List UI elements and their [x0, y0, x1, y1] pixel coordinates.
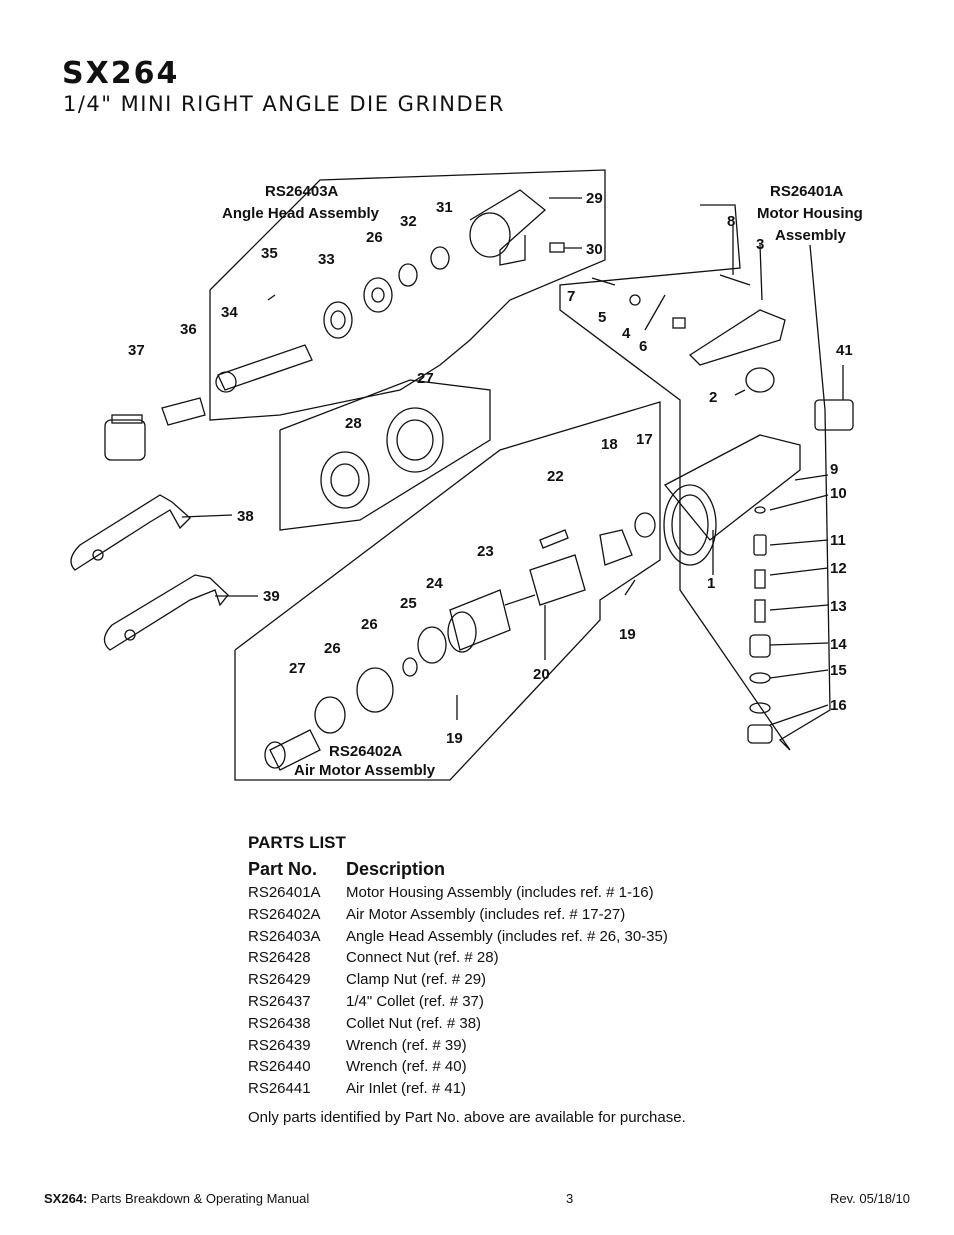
- callout-12: 12: [830, 560, 847, 577]
- part-desc: Motor Housing Assembly (includes ref. # …: [346, 884, 654, 901]
- list-item: RS26401A Motor Housing Assembly (includes…: [248, 882, 808, 904]
- col-part-no: Part No.: [248, 859, 318, 879]
- callout-30: 29: [586, 190, 603, 207]
- list-item: RS26428 Connect Nut (ref. # 28): [248, 947, 808, 969]
- page-number: 3: [566, 1191, 574, 1206]
- label-rs26401a-name1: Motor Housing: [757, 205, 863, 222]
- revision-date: Rev. 05/18/10: [830, 1191, 910, 1206]
- list-item: RS26440 Wrench (ref. # 40): [248, 1056, 808, 1078]
- part-no: RS26439: [248, 1036, 311, 1054]
- part-no: RS26403A: [248, 927, 321, 945]
- part-desc: Wrench (ref. # 39): [346, 1036, 467, 1054]
- part-desc: Connect Nut (ref. # 28): [346, 949, 499, 967]
- callout-40: 39: [263, 588, 280, 605]
- label-rs26401a-name2: Assembly: [775, 227, 847, 244]
- col-description: Description: [346, 859, 446, 879]
- part-no: RS26401A: [248, 884, 321, 901]
- callout-26b: 26: [324, 640, 341, 657]
- part-no: RS26440: [248, 1058, 311, 1076]
- callout-7: 7: [567, 288, 575, 305]
- label-rs26403a-code: RS26403A: [265, 183, 339, 200]
- part-no: RS26438: [248, 1014, 311, 1032]
- parts-list-heading: PARTS LIST: [248, 833, 346, 852]
- callout-19a: 19: [619, 626, 636, 643]
- footer-title: SX264: Parts Breakdown & Operating Manua…: [44, 1191, 309, 1206]
- callout-35: 34: [221, 304, 238, 321]
- callout-3: 3: [756, 236, 764, 253]
- model-title: SX264: [62, 56, 180, 91]
- callout-20: 20: [533, 666, 550, 683]
- callout-17: 17: [636, 431, 653, 448]
- callout-29: 28: [345, 415, 362, 432]
- parts-list-header-row: Part No. Description: [248, 859, 808, 880]
- callout-11: 11: [830, 532, 846, 549]
- callout-13: 13: [830, 598, 847, 615]
- callout-18: 18: [601, 436, 618, 453]
- part-desc: Collet Nut (ref. # 38): [346, 1014, 482, 1032]
- callout-10: 10: [830, 485, 847, 502]
- page-footer: SX264: Parts Breakdown & Operating Manua…: [44, 1191, 910, 1206]
- callout-21: 22: [547, 468, 564, 485]
- part-desc: Angle Head Assembly (includes ref. # 26,…: [346, 927, 668, 945]
- part-no: RS26428: [248, 949, 311, 967]
- callout-37: 36: [180, 321, 197, 338]
- list-item: RS26441 Air Inlet (ref. # 41): [248, 1078, 808, 1100]
- list-item: RS26438 Collet Nut (ref. # 38): [248, 1013, 808, 1035]
- list-item: RS26439 Wrench (ref. # 39): [248, 1035, 808, 1057]
- callout-26a: 26: [366, 229, 383, 246]
- label-rs26402a-code: RS26402A: [329, 743, 403, 760]
- callout-5: 5: [598, 309, 606, 326]
- part-no: RS26402A: [248, 905, 321, 923]
- callout-39: 38: [237, 508, 254, 525]
- callout-6: 6: [639, 338, 647, 355]
- callout-22: 23: [477, 543, 494, 560]
- callout-25: 26: [361, 616, 378, 633]
- label-rs26401a-code: RS26401A: [770, 183, 844, 200]
- parts-list: PARTS LIST Part No. Description RS26401A…: [248, 833, 808, 1126]
- callout-2: 2: [709, 389, 717, 406]
- callout-41: 41: [836, 342, 853, 359]
- callout-14: 14: [830, 636, 847, 653]
- callout-19b: 19: [446, 730, 463, 747]
- callout-31: 30: [586, 241, 603, 258]
- part-no: RS26429: [248, 971, 311, 989]
- callout-38: 37: [128, 342, 145, 359]
- callout-34: 33: [318, 251, 335, 268]
- callout-23: 24: [426, 575, 443, 592]
- callout-32: 31: [436, 199, 453, 216]
- footer-model: SX264:: [44, 1191, 88, 1206]
- part-desc: Air Motor Assembly (includes ref. # 17-2…: [346, 905, 626, 923]
- angle-head-boundary: [209, 169, 606, 421]
- callout-15: 15: [830, 662, 847, 679]
- callout-16: 16: [830, 697, 847, 714]
- callout-28: 27: [417, 370, 434, 387]
- list-item: RS26402A Air Motor Assembly (includes ref…: [248, 904, 808, 926]
- list-item: RS26403A Angle Head Assembly (includes re…: [248, 926, 808, 948]
- list-item: RS26437 1/4" Collet (ref. # 37): [248, 991, 808, 1013]
- nut-boundary: [279, 379, 491, 531]
- callout-24: 25: [400, 595, 417, 612]
- callout-36: 35: [261, 245, 278, 262]
- list-item: RS26429 Clamp Nut (ref. # 29): [248, 969, 808, 991]
- label-rs26402a-name: Air Motor Assembly: [294, 762, 436, 779]
- motor-housing-boundary: [559, 204, 831, 751]
- footer-manual-title: Parts Breakdown & Operating Manual: [87, 1191, 310, 1206]
- callout-1: 1: [707, 575, 715, 592]
- part-no: RS26437: [248, 992, 311, 1010]
- part-no: RS26441: [248, 1080, 311, 1098]
- part-desc: Clamp Nut (ref. # 29): [346, 971, 487, 989]
- callout-9: 9: [830, 461, 838, 478]
- air-motor-boundary: [234, 401, 661, 781]
- label-rs26403a-name: Angle Head Assembly: [222, 205, 380, 222]
- callout-4: 4: [622, 325, 631, 342]
- product-subtitle: 1/4" MINI RIGHT ANGLE DIE GRINDER: [63, 92, 505, 116]
- callout-8: 8: [727, 213, 735, 230]
- parts-breakdown-diagram: 29 30 31 32 26 33 35 34 36 37 27 28 38 3…: [70, 169, 863, 781]
- availability-note: Only parts identified by Part No. above …: [248, 1108, 686, 1126]
- part-desc: Air Inlet (ref. # 41): [346, 1080, 467, 1098]
- part-desc: 1/4" Collet (ref. # 37): [346, 992, 484, 1010]
- callout-27: 27: [289, 660, 306, 677]
- part-desc: Wrench (ref. # 40): [346, 1058, 467, 1076]
- callout-33: 32: [400, 213, 417, 230]
